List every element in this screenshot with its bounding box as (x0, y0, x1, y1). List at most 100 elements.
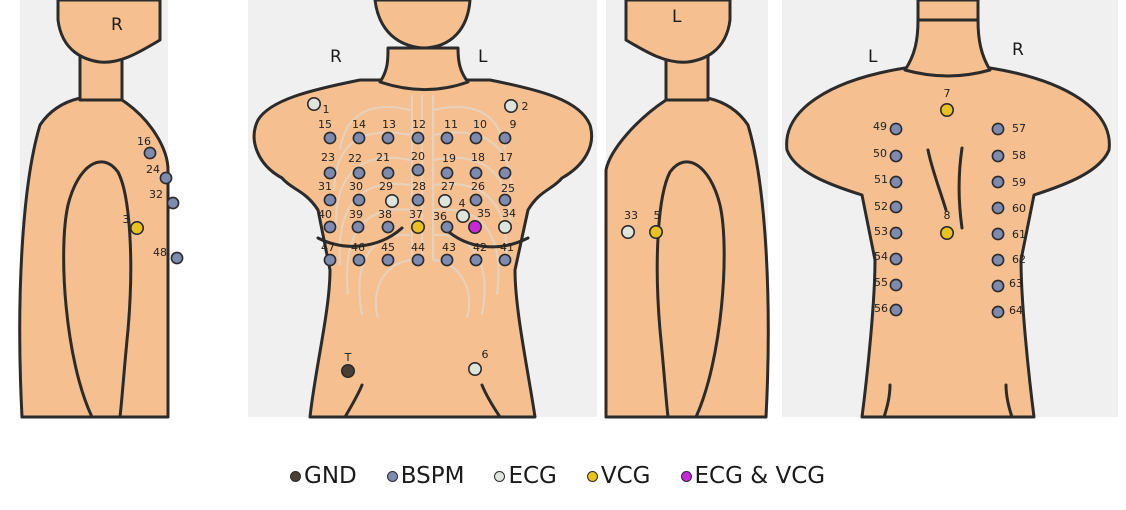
electrode-label-21: 21 (376, 151, 390, 164)
left-side-view-electrodes: 33 5 (620, 209, 663, 240)
electrode-label-39: 39 (349, 208, 363, 221)
electrode-label-20: 20 (411, 150, 425, 163)
electrode-marker-8 (939, 226, 954, 241)
legend-label-gnd: GND (304, 463, 357, 489)
electrode-marker-61 (991, 227, 1005, 241)
electrode-marker-3 (130, 221, 145, 236)
electrode-marker-17 (498, 166, 512, 180)
electrode-label-13: 13 (382, 118, 396, 131)
electrode-marker-14 (352, 131, 366, 145)
electrode-label-49: 49 (873, 120, 887, 133)
back-head (916, 0, 980, 22)
electrode-11: 11 (440, 118, 458, 145)
electrode-marker-63 (991, 279, 1005, 293)
electrode-43: 43 (440, 241, 456, 267)
electrode-label-1: 1 (323, 103, 330, 116)
electrode-marker-27 (437, 194, 452, 209)
electrode-52: 52 (874, 200, 903, 214)
electrode-9: 9 (498, 118, 517, 145)
back-view-panel: L R (782, 0, 1118, 419)
electrode-16: 16 (137, 135, 157, 160)
electrode-26: 26 (469, 180, 485, 207)
electrode-label-29: 29 (379, 180, 393, 193)
electrode-label-33: 33 (624, 209, 638, 222)
gnd-dot-icon (290, 470, 301, 482)
electrode-6: 6 (467, 348, 489, 376)
legend-item-ecg: ECG (494, 463, 557, 489)
electrode-label-11: 11 (444, 118, 458, 131)
back-neck (903, 18, 992, 78)
electrode-label-46: 46 (351, 241, 365, 254)
electrode-marker-18 (469, 166, 483, 180)
label-r-back: R (1012, 40, 1024, 60)
left-side-arm-outline (655, 160, 726, 419)
electrode-50: 50 (873, 147, 903, 163)
electrode-marker-26 (469, 193, 483, 207)
electrode-label-2: 2 (522, 100, 529, 113)
legend-label-vcg: VCG (600, 463, 651, 489)
electrode-62: 62 (991, 253, 1026, 267)
electrode-marker-28 (411, 193, 425, 207)
electrode-marker-31 (323, 193, 337, 207)
electrode-label-31: 31 (318, 180, 332, 193)
electrode-marker-58 (991, 149, 1005, 163)
electrode-label-50: 50 (873, 147, 887, 160)
vcg-dot-icon (586, 470, 598, 482)
electrode-label-19: 19 (442, 152, 456, 165)
electrode-36: 36 (433, 210, 454, 234)
electrode-53: 53 (874, 225, 903, 240)
electrode-marker-50 (889, 149, 903, 163)
electrode-label-59: 59 (1012, 176, 1026, 189)
electrode-57: 57 (991, 122, 1026, 136)
electrode-34: 34 (497, 207, 516, 235)
electrode-marker-7 (939, 103, 954, 118)
electrode-marker-60 (991, 201, 1005, 215)
electrode-marker-32 (166, 196, 180, 210)
electrode-marker-64 (991, 305, 1005, 319)
electrode-marker-T (340, 363, 355, 378)
electrode-label-32: 32 (149, 188, 163, 201)
electrode-marker-5 (648, 225, 663, 240)
legend-label-ecg-vcg: ECG & VCG (694, 463, 826, 489)
electrode-label-14: 14 (352, 118, 366, 131)
electrode-label-9: 9 (510, 118, 517, 131)
left-side-head (624, 0, 732, 64)
electrode-63: 63 (991, 277, 1023, 293)
electrode-label-28: 28 (412, 180, 426, 193)
electrode-18: 18 (469, 151, 485, 180)
electrode-label-34: 34 (502, 207, 516, 220)
electrode-marker-20 (411, 163, 425, 177)
left-side-view-panel: L (604, 0, 770, 419)
electrode-label-30: 30 (349, 180, 363, 193)
electrode-label-36: 36 (433, 210, 447, 223)
electrode-label-5: 5 (654, 209, 661, 222)
electrode-marker-25 (498, 193, 512, 207)
legend-item-bspm: BSPM (386, 463, 465, 489)
legend-label-ecg: ECG (508, 463, 557, 489)
electrode-label-55: 55 (874, 276, 888, 289)
electrode-marker-2 (503, 99, 518, 114)
electrode-label-35: 35 (477, 207, 491, 220)
electrode-label-15: 15 (318, 118, 332, 131)
ecg-vcg-dot-icon (680, 470, 692, 482)
electrode-marker-55 (889, 278, 903, 292)
legend-label-bspm: BSPM (400, 463, 465, 489)
electrode-marker-40 (323, 220, 337, 234)
electrode-marker-19 (440, 166, 454, 180)
electrode-35: 35 (467, 207, 491, 235)
electrode-31: 31 (318, 180, 337, 207)
legend-item-gnd: GND (290, 463, 357, 489)
label-l-front: L (478, 47, 488, 67)
electrode-marker-54 (889, 252, 903, 266)
electrode-14: 14 (352, 118, 366, 145)
electrode-4: 4 (455, 197, 470, 224)
electrode-marker-49 (889, 122, 903, 136)
front-view-panel: R L (248, 0, 597, 419)
back-scapula-left-line (926, 148, 948, 212)
electrode-label-41: 41 (500, 241, 514, 254)
electrode-marker-36 (440, 220, 454, 234)
electrode-64: 64 (991, 304, 1023, 319)
electrode-13: 13 (381, 118, 396, 145)
